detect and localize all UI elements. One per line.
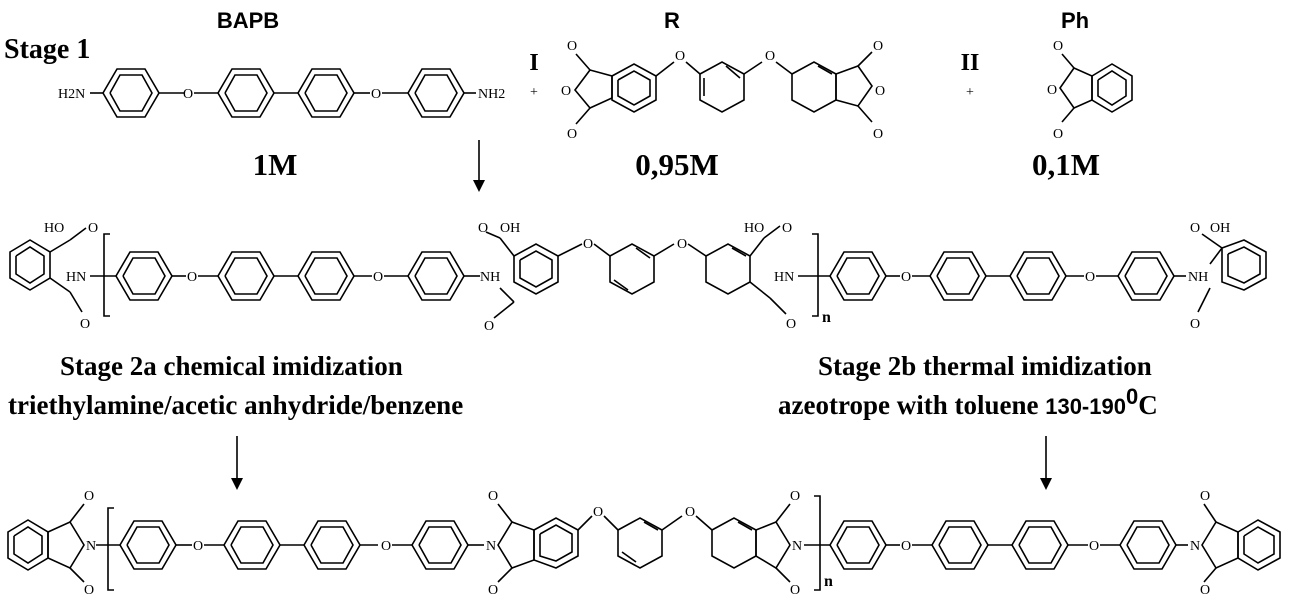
pi-carbonyl-o-7: O bbox=[1200, 489, 1210, 504]
carbonyl-o-right: O bbox=[1190, 317, 1200, 332]
acid-right-o: O bbox=[1190, 221, 1200, 236]
acid-right-oh: OH bbox=[1210, 221, 1230, 236]
stage2b-degree: 0 bbox=[1126, 384, 1138, 409]
stage2a-reagents: triethylamine/acetic anhydride/benzene bbox=[8, 390, 463, 420]
stage2b-conditions: azeotrope with toluene bbox=[778, 390, 1045, 420]
pi-carbonyl-o-8: O bbox=[1200, 583, 1210, 598]
r-carbonyl-o-1: O bbox=[567, 39, 577, 54]
r-ring-o-1: O bbox=[561, 84, 571, 99]
stage2a-title: Stage 2a chemical imidization bbox=[60, 351, 403, 381]
polyamic-acid-structure: HO O O HN O O NH O O OH bbox=[9, 221, 1267, 334]
stage2b-title: Stage 2b thermal imidization bbox=[818, 351, 1152, 381]
acid-left: HO bbox=[44, 221, 64, 236]
pa-ether-o-3: O bbox=[583, 237, 593, 252]
r-dianhydride-structure: O O O O O O O O bbox=[561, 39, 885, 142]
stage2b-temperature: 130-190 bbox=[1045, 394, 1126, 419]
polyimide-structure: O O N O O N O O O O bbox=[7, 489, 1281, 598]
pi-ether-o-6: O bbox=[1089, 539, 1099, 554]
amine-right: NH2 bbox=[478, 87, 505, 102]
pi-carbonyl-o-1: O bbox=[84, 489, 94, 504]
pa-acid-o-1: O bbox=[478, 221, 488, 236]
pa-acid-o-2: O bbox=[782, 221, 792, 236]
bapb-structure: H2N O O NH2 bbox=[58, 68, 505, 118]
pa-acid-ho-2: HO bbox=[744, 221, 764, 236]
ph-carbonyl-o-1: O bbox=[1053, 39, 1063, 54]
arrow-stage1 bbox=[473, 140, 485, 192]
pa-ether-o-5: O bbox=[901, 270, 911, 285]
marker-i: I bbox=[529, 50, 538, 76]
pi-carbonyl-o-4: O bbox=[488, 583, 498, 598]
pi-ether-o-2: O bbox=[381, 539, 391, 554]
pi-n-left: N bbox=[86, 539, 96, 554]
pi-n-right: N bbox=[1190, 539, 1200, 554]
r-carbonyl-o-2: O bbox=[567, 127, 577, 142]
r-label: R bbox=[664, 8, 680, 33]
pi-ether-o-3: O bbox=[593, 505, 603, 520]
r-carbonyl-o-3: O bbox=[873, 39, 883, 54]
repeat-index-1: n bbox=[822, 309, 831, 326]
arrow-stage2b bbox=[1040, 436, 1052, 490]
pa-ether-o-2: O bbox=[373, 270, 383, 285]
ph-anhydride-structure: O O O bbox=[1047, 39, 1133, 142]
pa-carbonyl-o-2: O bbox=[786, 317, 796, 332]
pi-n-3: N bbox=[792, 539, 802, 554]
amide-mid-2: HN bbox=[774, 270, 794, 285]
ph-ring-o: O bbox=[1047, 83, 1057, 98]
pa-carbonyl-o-1: O bbox=[484, 319, 494, 334]
r-amount: 0,95M bbox=[635, 147, 719, 182]
pa-ether-o-4: O bbox=[677, 237, 687, 252]
r-ether-o-1: O bbox=[675, 49, 685, 64]
bapb-label: BAPB bbox=[217, 8, 279, 33]
r-ether-o-2: O bbox=[765, 49, 775, 64]
ether-o-2: O bbox=[371, 87, 381, 102]
ether-o-1: O bbox=[183, 87, 193, 102]
r-ring-o-2: O bbox=[875, 84, 885, 99]
carbonyl-o-left-top: O bbox=[88, 221, 98, 236]
pi-carbonyl-o-3: O bbox=[488, 489, 498, 504]
amide-mid-1: NH bbox=[480, 270, 500, 285]
amine-left: H2N bbox=[58, 87, 85, 102]
carbonyl-o-left-bottom: O bbox=[80, 317, 90, 332]
plus-sign-1: + bbox=[530, 85, 538, 100]
pi-carbonyl-o-5: O bbox=[790, 489, 800, 504]
ph-label: Ph bbox=[1061, 8, 1089, 33]
amide-right: NH bbox=[1188, 270, 1208, 285]
pi-ether-o-1: O bbox=[193, 539, 203, 554]
stage2b-conditions-line: azeotrope with toluene 130-1900C bbox=[778, 384, 1158, 420]
plus-sign-2: + bbox=[966, 85, 974, 100]
pa-ether-o-6: O bbox=[1085, 270, 1095, 285]
ph-amount: 0,1M bbox=[1032, 147, 1100, 182]
ph-carbonyl-o-2: O bbox=[1053, 127, 1063, 142]
arrow-stage2a bbox=[231, 436, 243, 490]
pi-n-2: N bbox=[486, 539, 496, 554]
marker-ii: II bbox=[961, 50, 980, 76]
amide-left: HN bbox=[66, 270, 86, 285]
pi-ether-o-4: O bbox=[685, 505, 695, 520]
stage1-label: Stage 1 bbox=[4, 34, 90, 65]
pi-carbonyl-o-6: O bbox=[790, 583, 800, 598]
repeat-index-2: n bbox=[824, 573, 833, 590]
pi-carbonyl-o-2: O bbox=[84, 583, 94, 598]
stage2b-unit: C bbox=[1138, 390, 1158, 420]
pa-ether-o-1: O bbox=[187, 270, 197, 285]
r-carbonyl-o-4: O bbox=[873, 127, 883, 142]
pa-acid-oh-1: OH bbox=[500, 221, 520, 236]
bapb-amount: 1M bbox=[253, 147, 298, 182]
pi-ether-o-5: O bbox=[901, 539, 911, 554]
